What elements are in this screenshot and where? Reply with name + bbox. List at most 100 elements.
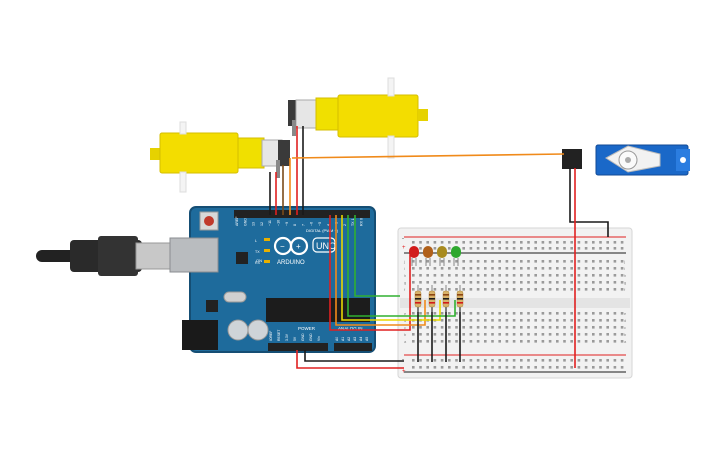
- breadboard-hole[interactable]: [620, 281, 624, 284]
- breadboard-hole[interactable]: [412, 281, 415, 284]
- breadboard-hole[interactable]: [541, 281, 545, 284]
- breadboard-hole[interactable]: [527, 333, 530, 336]
- breadboard-hole[interactable]: [520, 260, 523, 263]
- breadboard-hole[interactable]: [462, 359, 465, 362]
- breadboard-hole[interactable]: [469, 319, 473, 322]
- breadboard-hole[interactable]: [520, 247, 523, 250]
- breadboard-hole[interactable]: [563, 359, 566, 362]
- led-red[interactable]: [409, 246, 419, 266]
- breadboard-hole[interactable]: [599, 319, 602, 322]
- breadboard-hole[interactable]: [592, 247, 595, 250]
- breadboard-hole[interactable]: [455, 288, 458, 291]
- breadboard-hole[interactable]: [556, 326, 559, 329]
- breadboard-hole[interactable]: [599, 241, 602, 244]
- breadboard-hole[interactable]: [462, 319, 465, 322]
- breadboard-hole[interactable]: [534, 312, 537, 315]
- resistor[interactable]: [456, 285, 464, 312]
- breadboard-hole[interactable]: [419, 366, 422, 369]
- breadboard-hole[interactable]: [448, 340, 451, 343]
- breadboard-hole[interactable]: [599, 340, 602, 343]
- dc-motor-right[interactable]: [288, 77, 428, 159]
- breadboard-hole[interactable]: [455, 366, 458, 369]
- breadboard-hole[interactable]: [476, 260, 480, 263]
- breadboard-hole[interactable]: [491, 340, 494, 343]
- breadboard-hole[interactable]: [613, 267, 617, 270]
- breadboard-hole[interactable]: [440, 326, 444, 329]
- breadboard-hole[interactable]: [512, 274, 516, 277]
- breadboard-hole[interactable]: [570, 260, 573, 263]
- breadboard-hole[interactable]: [599, 359, 602, 362]
- breadboard-hole[interactable]: [570, 359, 573, 362]
- breadboard-hole[interactable]: [527, 274, 530, 277]
- breadboard-hole[interactable]: [469, 359, 473, 362]
- breadboard-hole[interactable]: [512, 281, 516, 284]
- breadboard-hole[interactable]: [599, 288, 602, 291]
- breadboard-hole[interactable]: [498, 274, 501, 277]
- breadboard-hole[interactable]: [491, 247, 494, 250]
- breadboard-hole[interactable]: [606, 241, 609, 244]
- breadboard-hole[interactable]: [498, 319, 501, 322]
- breadboard-hole[interactable]: [541, 241, 545, 244]
- breadboard-hole[interactable]: [620, 288, 624, 291]
- breadboard-hole[interactable]: [440, 281, 444, 284]
- breadboard-hole[interactable]: [620, 319, 624, 322]
- breadboard-hole[interactable]: [498, 281, 501, 284]
- breadboard-hole[interactable]: [548, 241, 552, 244]
- breadboard-hole[interactable]: [469, 333, 473, 336]
- breadboard-hole[interactable]: [620, 247, 624, 250]
- breadboard-hole[interactable]: [469, 326, 473, 329]
- breadboard-hole[interactable]: [505, 241, 509, 244]
- breadboard-hole[interactable]: [505, 281, 509, 284]
- breadboard-hole[interactable]: [433, 274, 437, 277]
- breadboard-hole[interactable]: [577, 359, 581, 362]
- breadboard-hole[interactable]: [476, 359, 480, 362]
- breadboard-hole[interactable]: [426, 359, 429, 362]
- breadboard-hole[interactable]: [556, 312, 559, 315]
- breadboard-hole[interactable]: [512, 267, 516, 270]
- breadboard-hole[interactable]: [613, 366, 617, 369]
- breadboard-hole[interactable]: [491, 312, 494, 315]
- breadboard-hole[interactable]: [440, 359, 444, 362]
- breadboard-hole[interactable]: [606, 312, 609, 315]
- breadboard-hole[interactable]: [541, 260, 545, 263]
- breadboard-hole[interactable]: [419, 247, 422, 250]
- breadboard-hole[interactable]: [527, 267, 530, 270]
- resistor[interactable]: [414, 285, 422, 312]
- breadboard-hole[interactable]: [556, 247, 559, 250]
- breadboard-hole[interactable]: [419, 312, 422, 315]
- breadboard-hole[interactable]: [433, 366, 437, 369]
- breadboard-hole[interactable]: [541, 366, 545, 369]
- breadboard-hole[interactable]: [412, 312, 415, 315]
- breadboard-hole[interactable]: [613, 274, 617, 277]
- breadboard-hole[interactable]: [527, 359, 530, 362]
- breadboard-hole[interactable]: [592, 267, 595, 270]
- breadboard-hole[interactable]: [512, 333, 516, 336]
- resistor[interactable]: [442, 285, 450, 312]
- breadboard-hole[interactable]: [620, 326, 624, 329]
- breadboard-hole[interactable]: [412, 333, 415, 336]
- breadboard-hole[interactable]: [448, 274, 451, 277]
- breadboard-hole[interactable]: [548, 333, 552, 336]
- breadboard-hole[interactable]: [498, 267, 501, 270]
- breadboard-hole[interactable]: [577, 281, 581, 284]
- breadboard-hole[interactable]: [426, 312, 429, 315]
- breadboard-hole[interactable]: [570, 288, 573, 291]
- breadboard-hole[interactable]: [570, 319, 573, 322]
- breadboard-hole[interactable]: [412, 267, 415, 270]
- wire-led-yellow[interactable]: [341, 215, 441, 321]
- breadboard-hole[interactable]: [534, 333, 537, 336]
- breadboard-hole[interactable]: [440, 288, 444, 291]
- breadboard-hole[interactable]: [570, 281, 573, 284]
- breadboard-hole[interactable]: [520, 359, 523, 362]
- breadboard-hole[interactable]: [592, 260, 595, 263]
- breadboard-hole[interactable]: [577, 260, 581, 263]
- breadboard-hole[interactable]: [584, 319, 588, 322]
- breadboard-hole[interactable]: [592, 359, 595, 362]
- breadboard-hole[interactable]: [433, 247, 437, 250]
- breadboard-hole[interactable]: [606, 247, 609, 250]
- breadboard-hole[interactable]: [426, 288, 429, 291]
- breadboard-hole[interactable]: [484, 288, 487, 291]
- breadboard-hole[interactable]: [577, 333, 581, 336]
- breadboard-hole[interactable]: [584, 241, 588, 244]
- breadboard-hole[interactable]: [520, 326, 523, 329]
